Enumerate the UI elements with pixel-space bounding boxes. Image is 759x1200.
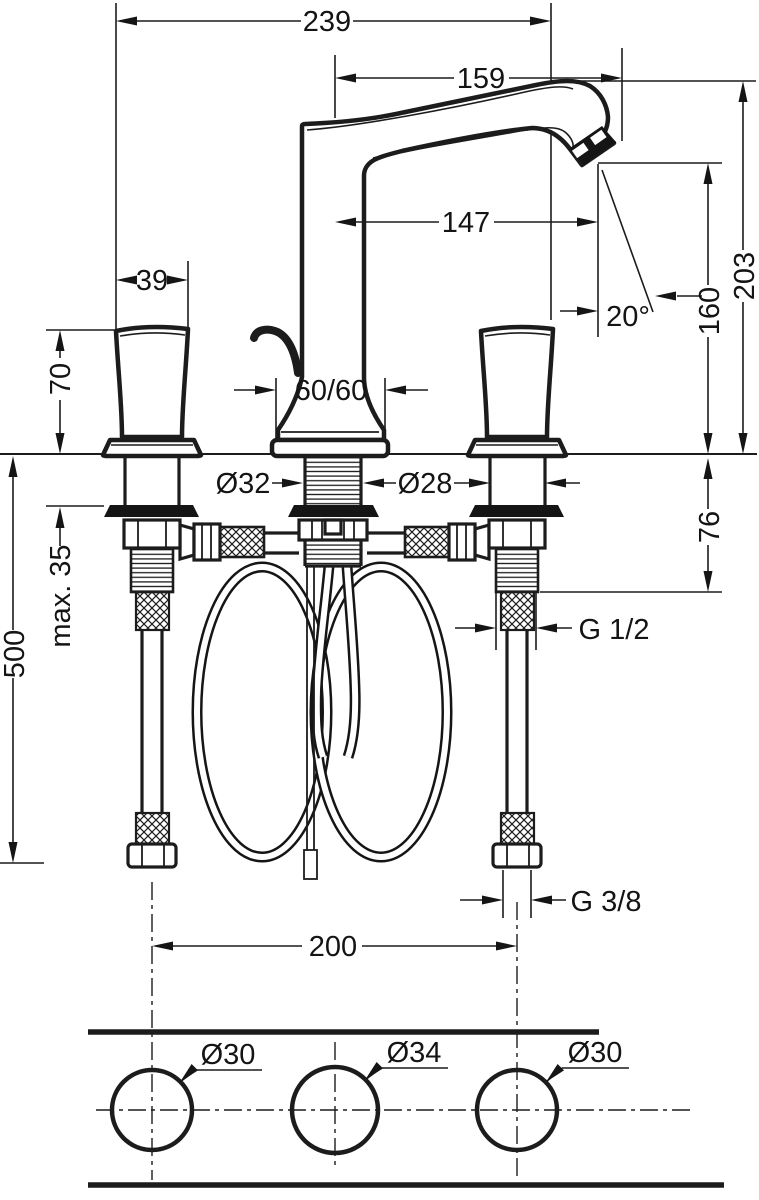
dim-outlet-projection-label: 147: [442, 207, 490, 239]
dim-handle-height-label: 70: [45, 363, 77, 395]
aerator-slot-1: [571, 142, 589, 159]
ext-g38-ticks: [502, 870, 532, 918]
hole-layout-view: [88, 882, 724, 1188]
left-washer: [104, 505, 199, 517]
dim-side-shank-diameter-label: Ø28: [398, 468, 453, 500]
center-shank-assembly: [288, 457, 379, 568]
dim-hole-right-diameter-label: Ø30: [568, 1037, 623, 1069]
dim-shank-thread-length-label: 76: [694, 511, 726, 543]
right-handle-top-edge: [484, 332, 551, 337]
right-handle: [465, 324, 569, 459]
dim-handle-width-label: 39: [136, 265, 168, 297]
flex-hoses: [191, 561, 453, 880]
dim-hole-left-diameter-label: Ø30: [201, 1039, 256, 1071]
left-hose-nut: [126, 842, 178, 869]
angle-20-line: [601, 169, 654, 313]
spout-body-outline: [275, 78, 617, 443]
body-base-plate: [269, 437, 391, 459]
left-handle: [100, 324, 204, 459]
right-arm: [367, 522, 491, 562]
left-valve-hex-facets: [137, 520, 167, 548]
right-hose: [505, 630, 529, 813]
left-valve-hex: [122, 518, 182, 550]
dim-total-height-label: 203: [729, 252, 759, 300]
left-hose: [140, 630, 164, 813]
dim-base-footprint-label: 60/60: [295, 375, 368, 407]
hose-loop-left-inner: [194, 564, 330, 860]
right-valve-hex-facets: [502, 520, 532, 548]
dim-outlet-height-label: 160: [694, 287, 726, 335]
right-hose-nut: [491, 842, 543, 869]
right-cone: [473, 522, 491, 562]
right-hose-crimp: [499, 811, 536, 846]
left-union-facets: [201, 524, 212, 560]
left-tube: [264, 531, 299, 555]
center-thread-fill: [305, 457, 361, 505]
dim-center-shank-diameter-label: Ø32: [216, 468, 271, 500]
dim-outlet-angle-label: 20°: [606, 301, 650, 333]
right-union-nut: [447, 522, 477, 562]
center-thread-sides: [303, 457, 363, 505]
left-handle-base: [100, 437, 204, 459]
right-handle-body: [478, 324, 556, 440]
dim-spout-projection-label: 159: [457, 63, 505, 95]
right-shank: [488, 455, 547, 505]
right-g12-thread: [494, 546, 540, 594]
hose-loop-right-inner: [312, 564, 450, 860]
dim-hose-length-label: 500: [0, 630, 31, 678]
hose-drop-2i: [344, 565, 359, 758]
dim-max-deck-thickness-label: max. 35: [45, 544, 77, 647]
dim-hole-spacing-label: 200: [309, 931, 357, 963]
left-shank: [123, 455, 181, 505]
spout-bottom-accent: [372, 126, 574, 159]
left-hose-collar: [134, 590, 171, 632]
center-locknut-facets: [311, 520, 355, 540]
dim-hole-center-diameter-label: Ø34: [387, 1037, 442, 1069]
left-handle-body: [113, 324, 191, 440]
left-hose-crimp: [134, 811, 171, 846]
left-hose-nut-facets: [141, 844, 165, 867]
ext-g12-ticks: [495, 592, 537, 650]
right-hose-nut-facets: [506, 844, 530, 867]
hose-drop-1i: [313, 565, 332, 758]
dimension-annotations: 239 159 147 39 20° 60/60 Ø32 Ø28 G 1/2 G…: [0, 6, 759, 1083]
aerator-slot-2: [589, 129, 607, 146]
faucet-geometry: [88, 78, 724, 1188]
left-handle-top-edge: [119, 332, 186, 337]
right-nipple: [403, 525, 451, 559]
left-valve-assembly: [104, 455, 199, 869]
left-nipple: [218, 525, 266, 559]
center-tee-fill: [305, 540, 361, 566]
center-rod-guide: [323, 518, 343, 536]
dim-hose-thread-size-label: G 3/8: [571, 886, 642, 918]
left-union-nut: [192, 522, 222, 562]
hole-right: [474, 1067, 560, 1153]
popup-rod-end: [303, 849, 318, 880]
hole-left: [109, 1067, 195, 1153]
right-valve-hex: [487, 518, 547, 550]
hole-center: [289, 1064, 381, 1156]
right-handle-base: [465, 437, 569, 459]
right-hose-collar: [499, 590, 536, 632]
dim-total-projection-label: 239: [303, 6, 351, 38]
right-valve-assembly: [469, 455, 564, 869]
dim-shank-thread-size-label: G 1/2: [579, 614, 650, 646]
center-tee-sides: [303, 540, 363, 568]
left-g12-thread: [129, 546, 175, 594]
dimension-arrowheads: [8, 16, 748, 1082]
right-tube: [367, 531, 405, 555]
right-washer: [469, 505, 564, 517]
left-arm: [178, 522, 299, 562]
center-washer: [288, 505, 379, 517]
dimline-angle20: [560, 295, 702, 312]
left-cone: [178, 522, 196, 562]
spout-top-accent: [306, 86, 574, 131]
popup-lever: [250, 325, 302, 377]
right-union-facets: [456, 524, 467, 560]
